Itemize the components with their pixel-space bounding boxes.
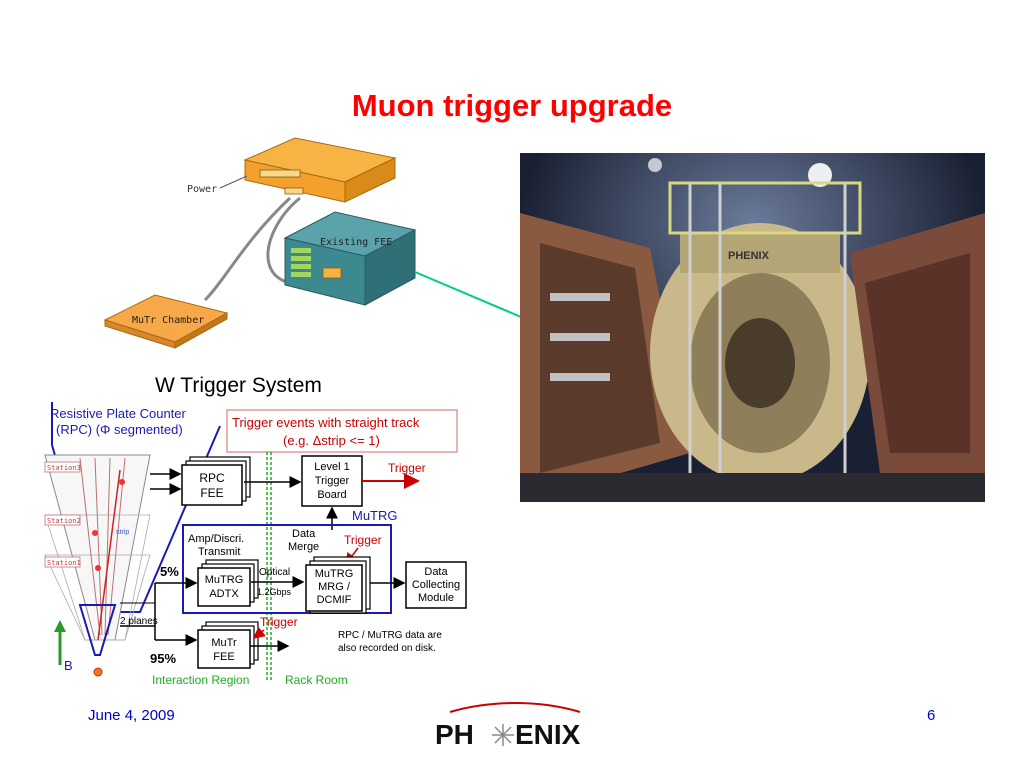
optical-label: Optical	[259, 567, 290, 578]
data-collecting-module-box	[405, 561, 467, 609]
footer-date: June 4, 2009	[88, 707, 175, 724]
rpc-fee-line-1: RPC	[199, 471, 225, 485]
callout-line-1: Trigger events with straight track	[232, 415, 420, 430]
power-label: Power	[187, 184, 217, 195]
station2-label: Station2	[47, 517, 81, 525]
level1-line-3: Board	[317, 489, 346, 501]
w-trigger-system-diagram: W Trigger System Resistive Plate Counter…	[44, 374, 467, 687]
level1-trigger-board	[301, 455, 363, 507]
logo-star-icon	[492, 724, 514, 746]
percent-5-label: 5%	[160, 564, 179, 579]
amp-discri-label: Amp/Discri.	[188, 533, 244, 545]
b-field-label: B	[64, 658, 73, 673]
mrg-line-3: DCMIF	[317, 594, 352, 606]
station1-label: Station1	[47, 559, 81, 567]
callout-line-2: (e.g. Δstrip <= 1)	[283, 433, 380, 448]
disk-note-line-1: RPC / MuTRG data are	[338, 630, 442, 641]
level1-line-2: Trigger	[315, 475, 350, 487]
percent-95-label: 95%	[150, 651, 176, 666]
gbps-label: 1.2Gbps	[257, 587, 292, 597]
rpc-heading-2: (RPC) (Φ segmented)	[56, 422, 183, 437]
connector-arrow	[414, 271, 535, 324]
level1-line-1: Level 1	[314, 461, 349, 473]
mutr-fee-box	[197, 629, 251, 669]
rack-room-label: Rack Room	[285, 673, 348, 687]
muon-arm-detector	[44, 454, 151, 677]
photo-phenix-sign: PHENIX	[728, 250, 770, 262]
logo-text-left: PH	[435, 719, 474, 750]
adtx-line-1: MuTRG	[205, 574, 244, 586]
rpc-heading-1: Resistive Plate Counter	[50, 406, 187, 421]
mutrg-label: MuTRG	[352, 508, 398, 523]
transmit-label: Transmit	[198, 546, 240, 558]
rpc-fee-line-2: FEE	[200, 486, 223, 500]
straight-track-callout	[226, 409, 458, 453]
mutr-chamber-label: MuTr Chamber	[132, 315, 204, 326]
power-supply-box	[243, 137, 397, 203]
dcm-line-1: Data	[424, 566, 448, 578]
phenix-detector-photo: PHENIX	[520, 153, 985, 502]
two-planes-label: 2 planes	[120, 616, 158, 627]
phenix-logo: PH ENIX	[435, 702, 581, 750]
trigger-mid-label: Trigger	[344, 533, 382, 547]
data-merge-line-2: Merge	[288, 541, 319, 553]
dcm-line-2: Collecting	[412, 579, 460, 591]
logo-text-right: ENIX	[515, 719, 581, 750]
adtx-line-2: ADTX	[209, 588, 239, 600]
slide-title: Muon trigger upgrade	[351, 88, 673, 123]
interaction-region-label: Interaction Region	[152, 673, 249, 687]
rpc-fee-box	[181, 464, 243, 506]
disk-note-line-2: also recorded on disk.	[338, 643, 436, 654]
page-number: 6	[927, 707, 936, 724]
mrg-line-1: MuTRG	[315, 568, 354, 580]
existing-fee-box	[283, 211, 417, 306]
data-merge-line-1: Data	[292, 528, 316, 540]
existing-fee-label: Existing FEE	[320, 237, 392, 248]
mutr-chamber-slab	[103, 294, 229, 349]
mutrg-mrg-dcmif-box	[305, 564, 363, 612]
dcm-line-3: Module	[418, 592, 454, 604]
mrg-line-2: MRG /	[318, 581, 351, 593]
mutrg-adtx-box	[197, 567, 251, 607]
fee-hardware-diagram: Power Existing FEE MuTr Chamber	[103, 137, 535, 349]
station3-label: Station3	[47, 464, 81, 472]
trigger-output-label: Trigger	[388, 461, 426, 475]
mutrg-group-box	[182, 524, 392, 614]
strip-label: strip	[116, 529, 129, 536]
w-trigger-title: W Trigger System	[155, 374, 322, 397]
mutr-fee-line-1: MuTr	[211, 637, 237, 649]
mutr-fee-line-2: FEE	[213, 651, 234, 663]
trigger-bottom-label: Trigger	[260, 615, 298, 629]
